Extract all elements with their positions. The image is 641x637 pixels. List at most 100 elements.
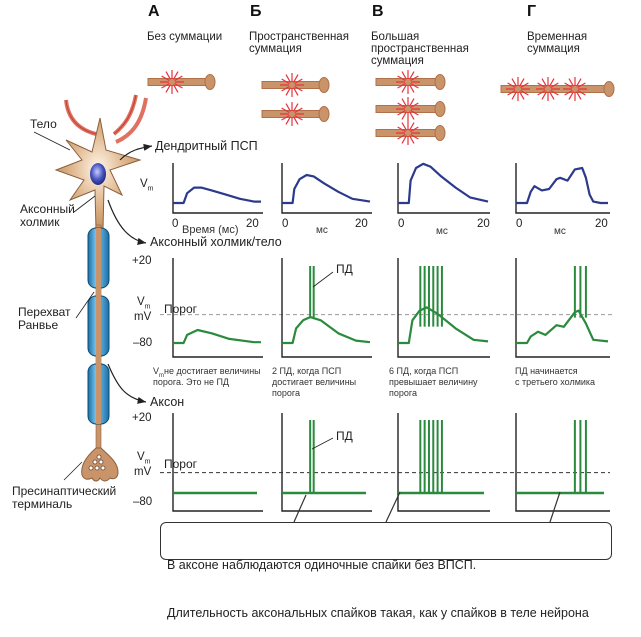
stimulus-ray [564, 89, 573, 96]
stimulus-ray [518, 91, 525, 100]
stimulus-ray [520, 89, 529, 96]
stimulus-ray [285, 103, 292, 112]
dendrite-v-2 [375, 101, 446, 117]
stimulus-ray [285, 116, 292, 125]
dendrite-spine-head [434, 74, 446, 90]
stimulus-ray [401, 122, 408, 131]
dendritic-vm-label: Vm [140, 178, 154, 193]
dendrite-spine-head [318, 77, 330, 93]
caption-v: 6 ПД, когда ПСП превышает величину порог… [389, 366, 478, 398]
axis [515, 163, 610, 214]
stimulus-ray [410, 109, 419, 116]
stimulus-ray [520, 82, 529, 89]
column-title-b: Пространственная суммация [249, 31, 349, 55]
axis [172, 258, 263, 358]
charts [160, 162, 615, 512]
stimulus-ray [397, 109, 406, 116]
psp-trace [516, 166, 608, 205]
stimulus-burst-v-3 [396, 121, 420, 145]
stimulus-ray [537, 89, 546, 96]
x-tick-20-v: 20 [477, 218, 490, 230]
stimulus-ray [161, 82, 170, 89]
psp-trace [173, 186, 261, 205]
stimulus-ray [174, 82, 183, 89]
caption-a: V не достигает величины порога. Это не П… [153, 366, 261, 387]
axis [172, 163, 263, 214]
hillock-y-top: +20 [132, 255, 152, 267]
stimulus-ray [575, 78, 582, 87]
stimulus-burst-g-2 [536, 77, 560, 101]
stimulus-ray [548, 78, 555, 87]
stimulus-ray [568, 91, 575, 100]
stimulus-burst-b-1 [280, 73, 304, 97]
stimulus-ray [292, 87, 299, 96]
dendrite-v-3 [375, 125, 446, 141]
stimulus-ray [537, 82, 546, 89]
input-fiber-1 [64, 99, 97, 136]
stimulus-ray [397, 133, 406, 140]
stimulus-ray [511, 91, 518, 100]
stimulus-ray [577, 82, 586, 89]
psp-trace [282, 173, 371, 205]
stimulus-ray [511, 78, 518, 87]
stimulus-ray [408, 122, 415, 131]
hillock-y-bottom: –80 [133, 337, 153, 349]
x-axis-label-b: мс [316, 225, 328, 236]
axis [397, 258, 490, 358]
dendrite-shaft [375, 78, 439, 86]
stimulus-burst-g-3 [563, 77, 587, 101]
x-axis-label-g: мс [554, 226, 566, 237]
callout-line-2: Длительность аксональных спайков такая, … [167, 606, 589, 620]
dendrite-spine-head [434, 101, 446, 117]
stimulus-ray [397, 126, 406, 133]
axis [281, 258, 372, 358]
stimulus-ray [577, 89, 586, 96]
stimulus-ray [294, 107, 303, 114]
stimulus-burst-g-1 [506, 77, 530, 101]
hillock-vm-label: Vm [137, 296, 151, 311]
stimulus-ray [292, 116, 299, 125]
hillock-unit: mV [134, 311, 152, 323]
ap-leader-line [312, 271, 334, 288]
dendrite-spine-head [318, 106, 330, 122]
x-tick-0-v: 0 [398, 218, 405, 230]
axis [515, 258, 610, 358]
stimulus-ray [410, 75, 419, 82]
dendrite-spine-head [204, 74, 216, 90]
hillock-trace [398, 306, 489, 345]
dendrite-shaft [375, 105, 439, 113]
axon-ap-label: ПД [336, 429, 353, 443]
axon-chart-0 [172, 413, 263, 512]
caption-b: 2 ПД, когда ПСП достигает величины порог… [272, 366, 357, 398]
hillock-chart-1 [281, 258, 372, 358]
stimulus-ray [292, 74, 299, 83]
axon-vm-label: Vm [137, 451, 151, 466]
axis [281, 413, 372, 512]
psp-trace [398, 162, 489, 205]
label-node-ranvier: Перехват Ранвье [18, 305, 71, 332]
stimulus-ray [285, 87, 292, 96]
stimulus-ray [281, 107, 290, 114]
stimulus-ray [410, 126, 419, 133]
x-axis-label-a: Время (мс) [182, 224, 239, 236]
input-fiber-3 [115, 97, 148, 144]
stimulus-ray [165, 84, 172, 93]
hillock-threshold-label: Порог [164, 302, 198, 316]
stimulus-ray [292, 103, 299, 112]
stimulus-ray [548, 91, 555, 100]
x-tick-0-a: 0 [172, 218, 179, 230]
dendrite-spine-head [603, 81, 615, 97]
axon-chart-3 [515, 413, 610, 512]
x-tick-0-b: 0 [282, 218, 289, 230]
myelin-sheaths [87, 227, 110, 425]
stimulus-ray [294, 85, 303, 92]
dendrite-spine-head [434, 125, 446, 141]
axis [397, 413, 490, 512]
stimulus-pictograms [147, 70, 615, 145]
stimulus-ray [410, 133, 419, 140]
axis [397, 163, 490, 214]
column-title-a: Без суммации [147, 31, 223, 43]
dendrite-shaft [375, 129, 439, 137]
dendrite-shaft [261, 110, 323, 118]
stimulus-ray [172, 84, 179, 93]
